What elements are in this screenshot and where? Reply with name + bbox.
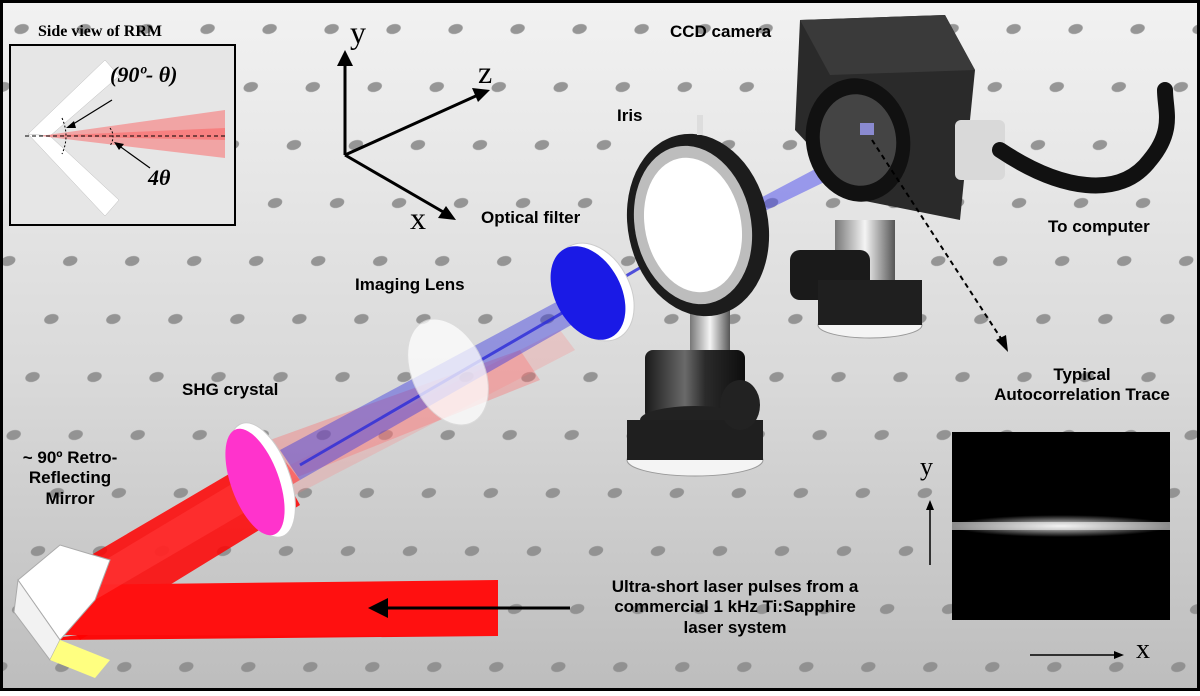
trace-pointer-arrow bbox=[871, 139, 1008, 352]
label-trace: Typical Autocorrelation Trace bbox=[972, 365, 1192, 406]
label-shg-crystal: SHG crystal bbox=[182, 380, 279, 399]
label-rrm-line1: ~ 90º Retro- bbox=[22, 448, 118, 467]
axes-3d bbox=[337, 50, 490, 220]
inset-title: Side view of RRM bbox=[38, 23, 162, 40]
shg-crystal bbox=[225, 422, 296, 538]
inset-angle-top: (90º- θ) bbox=[110, 62, 178, 87]
ccd-camera bbox=[790, 15, 1175, 339]
inset-angle-bottom: 4θ bbox=[148, 165, 171, 190]
label-laser-source: Ultra-short laser pulses from a commerci… bbox=[580, 577, 890, 638]
iris-mount bbox=[626, 115, 770, 477]
axis-x-label: x bbox=[410, 200, 426, 236]
trace-x-label: x bbox=[1136, 634, 1150, 665]
laser-beam bbox=[40, 330, 575, 640]
axis-z-label: z bbox=[478, 54, 493, 90]
label-rrm-line2: Reflecting bbox=[28, 468, 112, 488]
retro-reflecting-mirror bbox=[13, 544, 111, 678]
optical-filter bbox=[550, 242, 635, 342]
label-trace-line2: Autocorrelation Trace bbox=[994, 385, 1170, 405]
label-laser-line3: laser system bbox=[683, 617, 787, 637]
label-to-computer: To computer bbox=[1048, 217, 1150, 236]
trace-axes bbox=[926, 500, 1124, 659]
trace-y-label: y bbox=[920, 452, 933, 481]
label-laser-line2: commercial 1 kHz Ti:Sapphire bbox=[614, 597, 856, 617]
label-iris: Iris bbox=[617, 106, 643, 125]
axis-y-label: y bbox=[350, 14, 366, 50]
label-ccd-camera: CCD camera bbox=[670, 22, 772, 41]
autocorrelation-trace bbox=[952, 432, 1170, 620]
inset-panel bbox=[9, 44, 236, 226]
laser-direction-arrow bbox=[368, 598, 570, 618]
label-optical-filter: Optical filter bbox=[481, 208, 581, 227]
label-laser-line1: Ultra-short laser pulses from a bbox=[611, 577, 859, 596]
label-rrm: ~ 90º Retro- Reflecting Mirror bbox=[6, 448, 134, 509]
imaging-lens bbox=[407, 318, 489, 426]
label-trace-line1: Typical bbox=[1053, 365, 1111, 384]
label-rrm-line3: Mirror bbox=[45, 488, 95, 508]
label-imaging-lens: Imaging Lens bbox=[355, 275, 465, 294]
